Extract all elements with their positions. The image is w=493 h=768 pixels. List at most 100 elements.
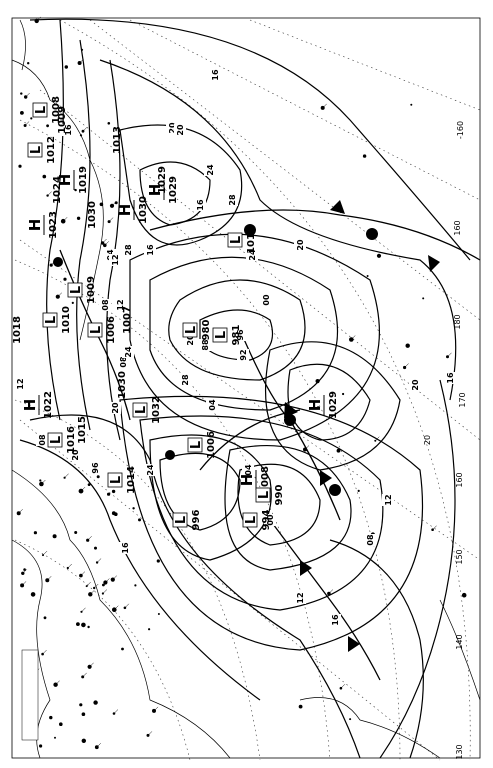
isobar-label: 24 xyxy=(206,164,215,176)
station-wind-barb xyxy=(114,605,119,610)
isobars xyxy=(19,18,471,759)
front xyxy=(149,209,481,261)
isobar-label: 24 xyxy=(124,346,133,358)
station-dot xyxy=(96,475,100,479)
station-dot xyxy=(49,715,53,720)
station-dot xyxy=(39,744,43,748)
front-half-circle xyxy=(165,450,175,460)
isobar-label: 96 xyxy=(236,329,245,341)
station-dot xyxy=(357,489,360,492)
isobar xyxy=(379,379,456,759)
station-dot xyxy=(74,531,78,534)
graticule-label: 160 xyxy=(453,220,462,235)
isobar xyxy=(119,395,424,651)
isobar xyxy=(149,256,338,411)
station-wind-barb xyxy=(90,590,95,595)
station-wind-barb xyxy=(86,581,91,587)
fronts xyxy=(53,200,481,681)
station-dot xyxy=(134,584,137,587)
low-symbol: L xyxy=(44,316,59,324)
station-wind-barb xyxy=(102,238,107,244)
station-wind-barb xyxy=(82,127,88,132)
low-pressure-value: 996 xyxy=(191,510,202,531)
station-wind-barb xyxy=(41,479,46,485)
station-wind-barb xyxy=(18,509,23,514)
graticule-label: -160 xyxy=(456,121,465,139)
isobar-label-bg xyxy=(122,346,134,358)
station-dot xyxy=(132,507,135,510)
isobar-label: 28 xyxy=(228,194,237,206)
isobar-label-bg xyxy=(69,449,81,461)
isobar-label-bg xyxy=(109,402,121,414)
station-dot xyxy=(156,559,160,563)
station-dot xyxy=(23,568,26,571)
station-dot xyxy=(111,489,116,494)
front-half-circle xyxy=(244,224,256,236)
high-symbol: H xyxy=(238,474,256,487)
coastline xyxy=(11,59,104,341)
pressure-label: 1018 xyxy=(12,316,23,344)
station-wind-barb xyxy=(24,121,30,126)
station-wind-barb xyxy=(25,92,30,98)
isobar-label: 96 xyxy=(91,462,100,474)
station-dot xyxy=(349,718,352,721)
low-symbol-box xyxy=(132,402,148,418)
low-symbol: L xyxy=(214,331,229,339)
high-symbol: H xyxy=(26,219,44,232)
isobar-label: 16 xyxy=(121,542,130,554)
low-pressure-value: 1016 xyxy=(66,426,77,454)
graticule-line xyxy=(129,19,481,201)
isobar-label: 16 xyxy=(331,614,340,626)
coastline xyxy=(11,469,231,759)
isobar-label-bg xyxy=(62,124,74,136)
station-wind-barb xyxy=(113,709,119,714)
coastline xyxy=(19,19,26,71)
front-triangle xyxy=(348,636,360,652)
low-symbol-box xyxy=(32,102,48,118)
isobar-label-bg xyxy=(14,378,26,390)
station-dot xyxy=(342,392,345,396)
station-wind-barb xyxy=(304,445,310,450)
low-symbol: L xyxy=(134,406,149,414)
isobar xyxy=(224,444,352,571)
isobar xyxy=(19,439,261,701)
station-wind-barb xyxy=(87,536,92,541)
low-pressure-value: 994 xyxy=(261,510,272,531)
low-symbol: L xyxy=(109,476,124,484)
low-symbol-box xyxy=(67,282,83,298)
station-wind-barb xyxy=(64,473,69,478)
station-wind-barb xyxy=(47,191,52,196)
station-dot xyxy=(20,92,23,95)
graticule-line xyxy=(19,419,441,761)
station-wind-barb xyxy=(82,672,87,678)
station-wind-barb xyxy=(147,731,153,736)
station-wind-barb xyxy=(432,525,437,530)
isobar xyxy=(159,452,241,531)
station-wind-barb xyxy=(51,260,56,266)
isobar-label-bg xyxy=(209,69,221,81)
station-dot xyxy=(74,188,77,192)
isobar-label-bg xyxy=(114,299,126,311)
isobar-label-bg xyxy=(99,299,111,311)
graticule-line xyxy=(39,89,481,441)
station-dot xyxy=(376,253,382,258)
station-wind-barb xyxy=(340,684,346,689)
station-wind-barb xyxy=(57,292,62,297)
high-pressure-value: 1023 xyxy=(48,211,59,239)
low-pressure-value: 1006 xyxy=(206,431,217,459)
isobar-label-bg xyxy=(409,379,421,391)
isobar xyxy=(99,59,457,401)
isobar-label-bg xyxy=(199,339,211,351)
station-wind-barb xyxy=(55,680,60,685)
station-dot xyxy=(71,301,74,304)
low-symbol: L xyxy=(229,236,244,244)
high-pressure-center: H 1023 xyxy=(26,211,59,239)
